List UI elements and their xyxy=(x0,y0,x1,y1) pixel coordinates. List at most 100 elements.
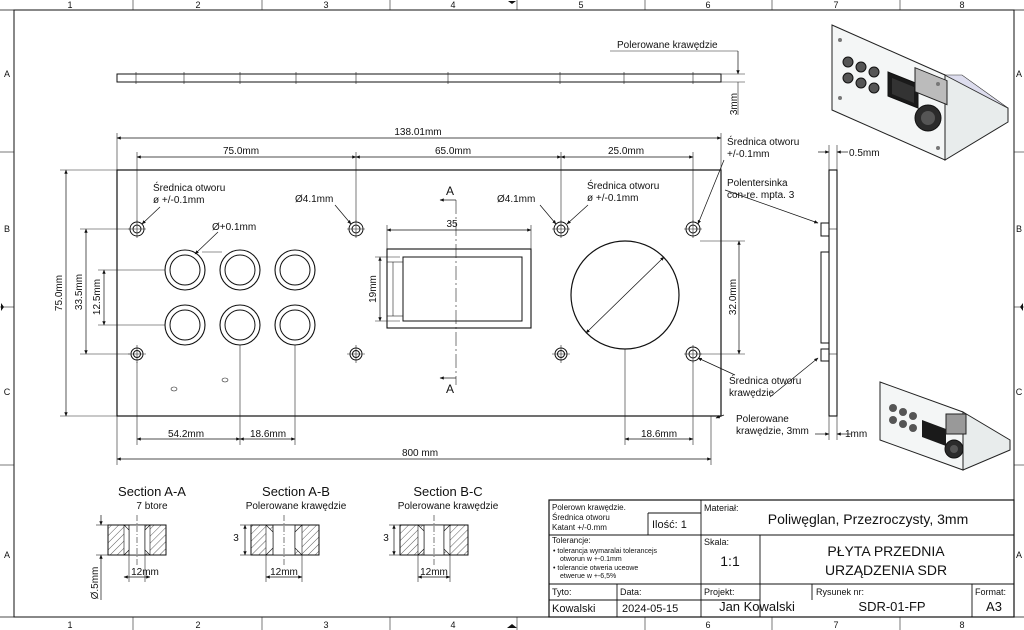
col-label: 4 xyxy=(450,0,455,10)
dim-32: 32.0mm xyxy=(728,279,739,315)
col-label: 2 xyxy=(195,620,200,630)
section-mark: A xyxy=(446,184,454,198)
row-label: A xyxy=(4,550,10,560)
section-mark: A xyxy=(446,382,454,396)
section-title: Section A-A xyxy=(118,484,186,499)
button-hole xyxy=(274,304,316,346)
section-a-a: Section A-A 7 btore Ø.5mm 12mm xyxy=(90,484,186,600)
zone-labels: 1 2 3 4 5 6 7 8 1 2 3 4 6 7 8 A B C A A … xyxy=(4,0,1023,630)
dimensions xyxy=(60,133,745,465)
section-title: Section B-C xyxy=(413,484,482,499)
button-hole xyxy=(274,249,316,291)
leaders xyxy=(141,159,819,419)
polished-note: krawędzie, 3mm xyxy=(736,426,809,437)
edge-note: Polerowane krawędzie xyxy=(617,40,718,51)
tb-tolerance-line: otworun w +-0.1mm xyxy=(560,556,622,563)
col-label: 7 xyxy=(833,0,838,10)
title-block: Polerown krawędzie. Średnica otworu Kata… xyxy=(548,499,1015,618)
tb-note: Polerown krawędzie. xyxy=(552,503,626,512)
col-label: 8 xyxy=(959,0,964,10)
dim-18-6: 18.6mm xyxy=(641,429,677,440)
side-view: 0.5mm 1mm xyxy=(815,145,880,440)
col-label: 1 xyxy=(67,0,72,10)
col-label: 2 xyxy=(195,0,200,10)
mounting-hole xyxy=(347,345,365,363)
section-subtitle: Polerowane krawędzie xyxy=(398,501,499,512)
tb-date-label: Data: xyxy=(620,587,642,597)
col-label: 5 xyxy=(578,0,583,10)
dim-height: 75.0mm xyxy=(54,275,65,311)
hole-diameter-mid: Ø4.1mm xyxy=(497,194,535,205)
dim-54-2: 54.2mm xyxy=(168,429,204,440)
dim-12-5: 12.5mm xyxy=(92,279,103,315)
hole-note-mid: Średnica otworu xyxy=(587,179,659,192)
dim-800: 800 mm xyxy=(402,448,438,459)
button-hole xyxy=(219,304,261,346)
mounting-hole xyxy=(684,345,702,363)
tb-date: 2024-05-15 xyxy=(622,603,678,615)
col-label: 8 xyxy=(959,620,964,630)
tb-format-label: Format: xyxy=(975,587,1006,597)
row-label: A xyxy=(1016,69,1022,79)
section-bottom-dim: 12mm xyxy=(420,567,448,578)
dim-33-5: 33.5mm xyxy=(74,274,85,310)
tb-material-label: Materiał: xyxy=(704,503,739,513)
col-label: 3 xyxy=(323,620,328,630)
display-cutout xyxy=(386,248,532,329)
dim-65: 65.0mm xyxy=(435,146,471,157)
col-label: 6 xyxy=(705,0,710,10)
dim-25: 25.0mm xyxy=(608,146,644,157)
dim-19: 19mm xyxy=(368,275,379,303)
tb-tolerance-line: • tolerancja wymaralai tolerancejs xyxy=(553,548,657,555)
section-a-b: Section A-B Polerowane krawędzie 3 12mm xyxy=(233,484,347,582)
tb-drawing-no-label: Rysunek nr: xyxy=(816,587,864,597)
mounting-hole xyxy=(128,345,146,363)
row-label: B xyxy=(1016,224,1022,234)
section-title: Section A-B xyxy=(262,484,330,499)
dim-total-width: 138.01mm xyxy=(394,127,441,138)
button-hole xyxy=(164,249,206,291)
button-hole xyxy=(164,304,206,346)
countersink-note: con-re. mpta. 3 xyxy=(727,190,795,201)
row-label: B xyxy=(4,224,10,234)
tb-title: URZĄDZENIA SDR xyxy=(825,562,947,578)
tb-tolerance-line: • tolerancie otweria uceowe xyxy=(553,565,638,572)
edge-note-bottom: Średnica otworu xyxy=(729,374,801,387)
tb-tolerance-line: etwerue w +-6,5% xyxy=(560,573,616,580)
tb-project: Jan Kowalski xyxy=(719,599,795,614)
section-subtitle: 7 btore xyxy=(136,501,168,512)
section-b-c: Section B-C Polerowane krawędzie 3 12mm xyxy=(383,484,499,582)
plate-outline xyxy=(116,169,722,417)
hole-note-right: Średnica otworu xyxy=(727,135,799,148)
dim-18-6: 18.6mm xyxy=(250,429,286,440)
button-tolerance: Ø+0.1mm xyxy=(212,222,256,233)
tb-author: Kowalski xyxy=(552,603,595,615)
tb-quantity: Ilość: 1 xyxy=(652,519,687,531)
row-label: A xyxy=(1016,550,1022,560)
isometric-view-small xyxy=(879,381,1011,471)
dimension-labels: 138.01mm 75.0mm 65.0mm 25.0mm 35 54.2mm … xyxy=(54,127,809,459)
section-side-dim: Ø.5mm xyxy=(90,567,101,600)
tb-material: Poliwęglan, Przezroczysty, 3mm xyxy=(768,511,968,527)
row-label: C xyxy=(1016,387,1023,397)
tb-tolerance-label: Tolerancje: xyxy=(552,536,591,545)
dim-1: 1mm xyxy=(845,429,867,440)
dim-75: 75.0mm xyxy=(223,146,259,157)
tb-note: Średnica otworu xyxy=(552,513,610,522)
col-label: 6 xyxy=(705,620,710,630)
isometric-view-large xyxy=(831,24,1009,161)
edge-note-bottom: krawędzie xyxy=(729,388,774,399)
dim-0-5: 0.5mm xyxy=(849,148,880,159)
top-view: Polerowane krawędzie 3mm xyxy=(116,40,745,115)
hole-diameter-left: Ø4.1mm xyxy=(295,194,333,205)
dim-35: 35 xyxy=(446,219,458,230)
hole-note-right: +/-0.1mm xyxy=(727,149,770,160)
tb-scale-label: Skala: xyxy=(704,537,729,547)
section-side-dim: 3 xyxy=(233,533,239,544)
col-label: 7 xyxy=(833,620,838,630)
countersink-note: Polentersinka xyxy=(727,178,788,189)
section-subtitle: Polerowane krawędzie xyxy=(246,501,347,512)
encoder-hole xyxy=(570,240,680,350)
row-label: C xyxy=(4,387,11,397)
